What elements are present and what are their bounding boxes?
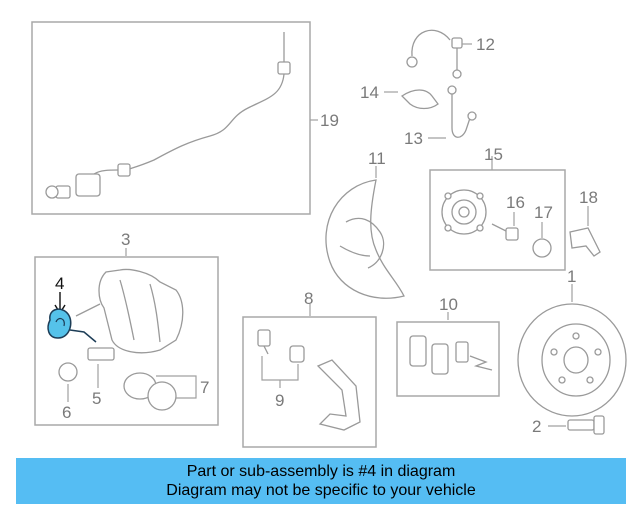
callout-11: 11 [368,149,386,168]
callout-13: 13 [404,129,423,148]
callout-19: 19 [320,111,339,130]
callout-16: 16 [506,193,525,212]
part-11-splash-shield: 11 [325,149,405,299]
group-8-carrier: 9 8 [242,289,377,448]
callout-2: 2 [532,417,541,436]
group-15-hub: 16 17 15 [429,145,566,271]
part-13-brake-line: 13 [404,85,477,148]
part-1-rotor: 1 [517,267,627,417]
group-3-caliper: 5 6 7 3 4 [34,230,219,426]
callout-9: 9 [275,391,284,410]
box-8 [242,316,377,448]
part-4-highlighted: 4 [47,274,97,343]
callout-5: 5 [92,389,101,408]
callout-14: 14 [360,83,379,102]
box-10 [396,321,500,397]
part-18-sensor: 18 [569,188,601,257]
part-2-bolt: 2 [532,415,605,436]
box-15 [429,169,566,271]
callout-17: 17 [534,203,553,222]
callout-8: 8 [304,289,313,308]
box-3 [34,256,219,426]
group-19-speed-sensor: 19 [31,21,339,215]
callout-1: 1 [567,267,576,286]
callout-15: 15 [484,145,503,164]
callout-3: 3 [121,230,130,249]
callout-12: 12 [476,35,495,54]
banner-line-2: Diagram may not be specific to your vehi… [166,482,476,499]
callout-10: 10 [439,295,458,314]
info-banner: Part or sub-assembly is #4 in diagram Di… [16,458,626,504]
callout-6: 6 [62,403,71,422]
box-19 [31,21,311,215]
group-10-pads: 10 [396,295,500,397]
banner-line-1: Part or sub-assembly is #4 in diagram [186,463,456,480]
callout-18: 18 [579,188,598,207]
part-12-brake-hose: 12 [406,29,495,79]
part-14-clip: 14 [360,83,439,110]
callout-7: 7 [200,378,209,397]
callout-4: 4 [55,274,64,293]
